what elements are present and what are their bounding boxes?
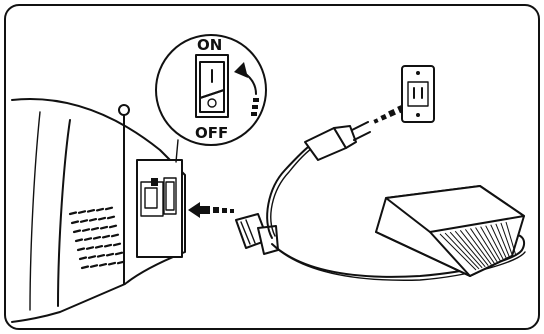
vent-slot	[107, 261, 117, 266]
machine-socket-panel	[136, 159, 183, 258]
pedal-tread-line	[459, 229, 489, 267]
wall-plug	[304, 121, 371, 161]
vent-slot	[110, 233, 120, 238]
ventilation-grille	[68, 206, 126, 270]
pedal-tread-line	[480, 226, 502, 262]
vent-slot	[77, 210, 87, 214]
pedal-tread-line	[500, 222, 514, 258]
vent-slot	[106, 215, 116, 220]
pedal-tread-line	[495, 223, 511, 259]
illustration-frame	[4, 4, 540, 330]
vent-slot	[103, 243, 113, 248]
vent-slot	[94, 245, 104, 249]
vent-slot	[96, 254, 106, 258]
pedal-tread-line	[470, 228, 495, 264]
vent-slot	[116, 260, 126, 265]
vent-slot	[114, 251, 124, 256]
vent-slot	[87, 255, 97, 259]
pedal-tread-line	[444, 232, 480, 270]
vent-slot	[92, 236, 102, 240]
pedal-tread-line	[505, 221, 517, 257]
vent-slot	[99, 225, 109, 230]
wall-outlet	[401, 65, 435, 123]
vent-slot	[98, 263, 108, 267]
machine-connector-plug	[235, 213, 279, 255]
vent-slot	[81, 228, 91, 232]
vent-slot	[89, 264, 99, 268]
vent-slot	[72, 229, 82, 234]
pedal-tread-line	[475, 227, 498, 263]
vent-slot	[74, 238, 84, 243]
insert-arrow-machine-icon	[188, 202, 234, 218]
vent-slot	[83, 237, 93, 241]
pedal-tread-lines	[439, 221, 517, 271]
vent-slot	[101, 234, 111, 239]
curved-arrow-icon	[242, 71, 257, 95]
vent-slot	[108, 224, 118, 229]
vent-slot	[78, 256, 88, 261]
vent-slot	[86, 209, 96, 213]
vent-slot	[79, 219, 89, 223]
vent-slot	[68, 211, 78, 216]
switch-off-label: OFF	[195, 124, 228, 142]
vent-slot	[88, 218, 98, 222]
pedal-tread-line	[490, 224, 508, 260]
switch-on-label: ON	[197, 36, 222, 54]
vent-slot	[112, 242, 122, 247]
vent-slot	[105, 252, 115, 257]
vent-slot	[97, 216, 107, 221]
vent-slot	[90, 227, 100, 231]
pedal-tread-line	[449, 231, 483, 269]
pedal-tread-line	[485, 225, 505, 261]
vent-slot	[104, 206, 114, 211]
vent-slot	[80, 265, 90, 270]
curved-arrow-dashes-icon	[251, 98, 259, 116]
switch-magnifier: ON OFF	[155, 34, 267, 163]
pedal-tread-line	[464, 229, 492, 265]
vent-slot	[85, 246, 95, 250]
vent-slot	[76, 247, 86, 252]
vent-slot	[95, 207, 105, 212]
foot-controller	[375, 185, 525, 277]
off-mark-icon	[207, 98, 217, 108]
pedal-tread-line	[439, 233, 477, 271]
pedal-tread-line	[454, 230, 486, 268]
vent-slot	[70, 220, 80, 225]
